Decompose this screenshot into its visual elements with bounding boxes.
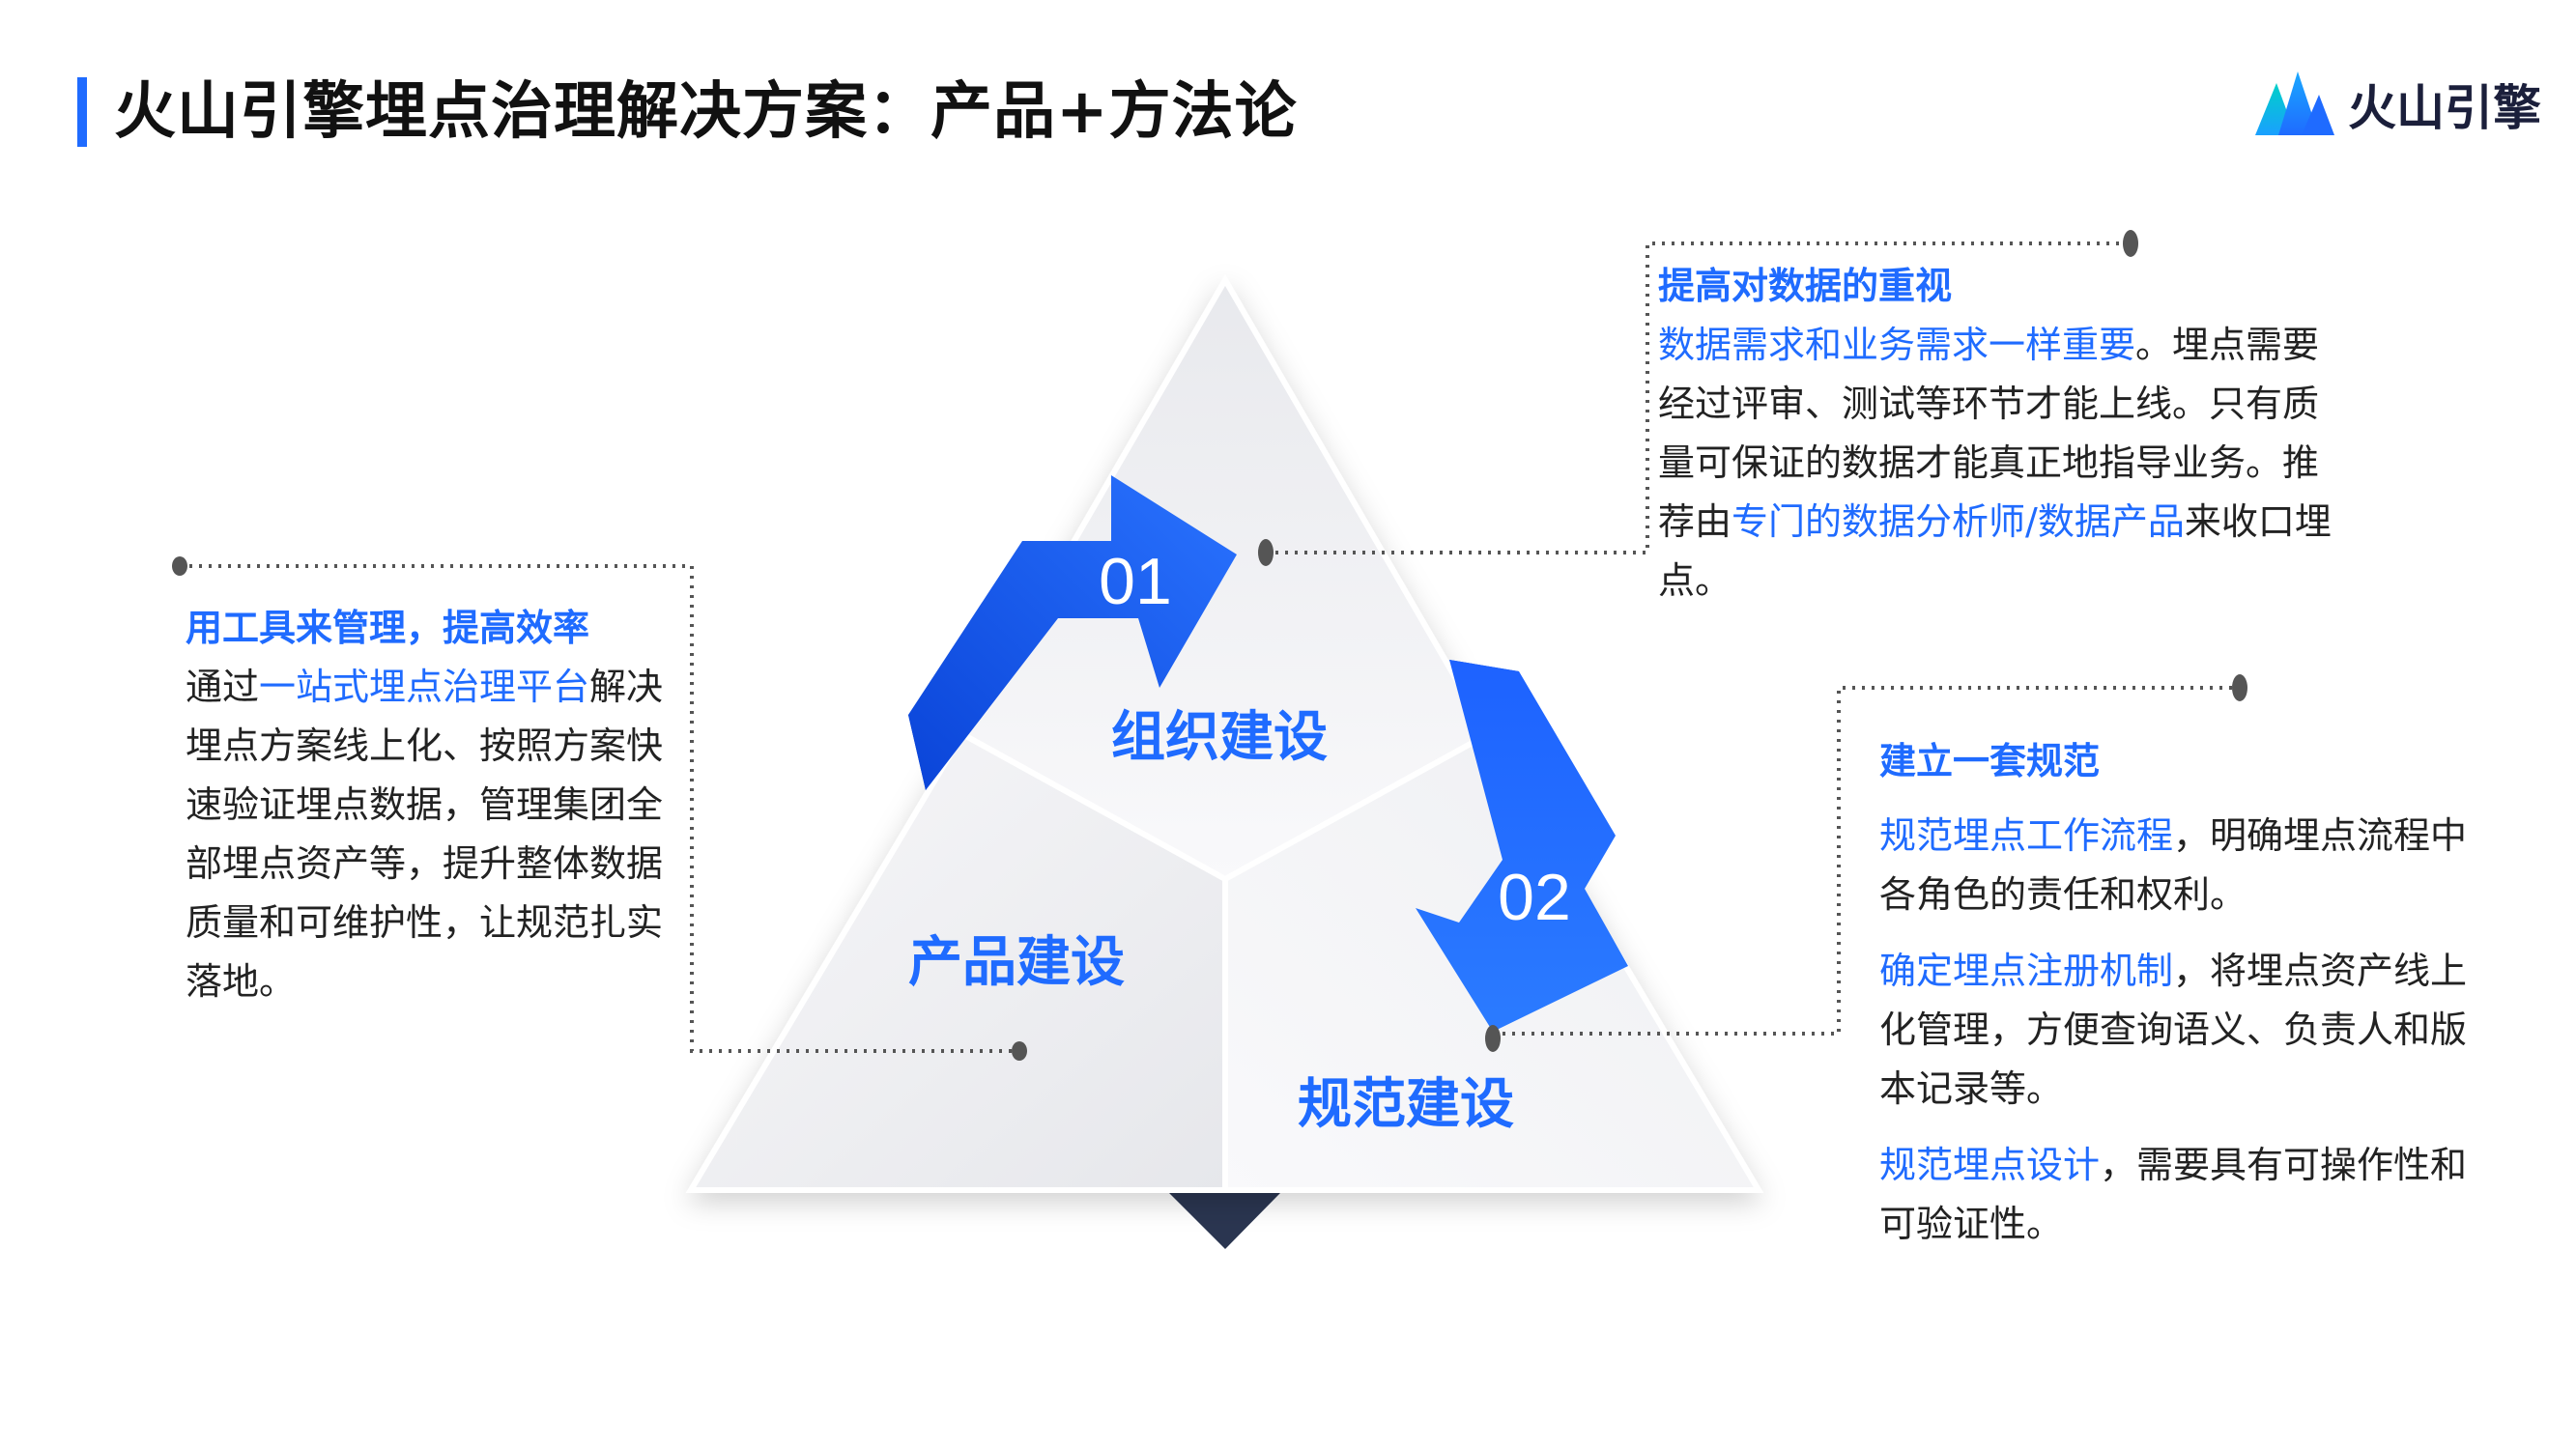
arrow-01-shape <box>908 475 1237 790</box>
panel-product: 用工具来管理，提高效率 通过一站式埋点治理平台解决埋点方案线上化、按照方案快速验… <box>186 599 688 1011</box>
panel-standards-highlight: 规范埋点工作流程 <box>1879 814 2174 857</box>
panel-product-body: 通过一站式埋点治理平台解决埋点方案线上化、按照方案快速验证埋点数据，管理集团全部… <box>186 658 688 1011</box>
base-pointer-shape <box>1169 1193 1280 1249</box>
arrow-02-label: 02 <box>1498 861 1571 934</box>
panel-standards-item: 规范埋点设计，需要具有可操作性和可验证性。 <box>1879 1136 2478 1254</box>
panel-standards-text: ，明确埋点流程中各角色的责任和权利。 <box>1879 814 2468 916</box>
panel-standards-highlight: 规范埋点设计 <box>1879 1144 2101 1186</box>
dot-left-start <box>172 556 187 576</box>
panel-product-highlight: 一站式埋点治理平台 <box>259 666 590 708</box>
panel-standards-highlight: 确定埋点注册机制 <box>1879 950 2174 992</box>
panel-standards-text: ，将埋点资产线上化管理，方便查询语义、负责人和版本记录等。 <box>1879 950 2468 1110</box>
panel-product-text-2: 解决埋点方案线上化、按照方案快速验证埋点数据，管理集团全部埋点资产等，提升整体数… <box>186 666 664 1003</box>
page-title: 火山引擎埋点治理解决方案：产品+方法论 <box>114 76 1298 148</box>
volcano-mountain-icon <box>2255 71 2334 135</box>
dot-right-end <box>2232 674 2247 701</box>
dot-top-end <box>2123 230 2138 257</box>
segment-right-label: 规范建设 <box>1298 1073 1514 1136</box>
connector-dots <box>172 230 2247 1061</box>
panel-standards-item: 规范埋点工作流程，明确埋点流程中各角色的责任和权利。 <box>1879 807 2478 924</box>
panel-standards: 建立一套规范 规范埋点工作流程，明确埋点流程中各角色的责任和权利。 确定埋点注册… <box>1879 732 2478 1271</box>
connector-left <box>180 564 1019 1053</box>
title-accent-bar <box>77 77 87 147</box>
panel-standards-item: 确定埋点注册机制，将埋点资产线上化管理，方便查询语义、负责人和版本记录等。 <box>1879 942 2478 1119</box>
panel-organization-body: 数据需求和业务需求一样重要。埋点需要经过评审、测试等环节才能上线。只有质量可保证… <box>1658 316 2344 611</box>
dot-left-end <box>1012 1041 1027 1061</box>
panel-standards-heading: 建立一套规范 <box>1879 740 2101 782</box>
panel-organization-heading: 提高对数据的重视 <box>1658 265 1953 307</box>
panel-organization: 提高对数据的重视 数据需求和业务需求一样重要。埋点需要经过评审、测试等环节才能上… <box>1658 257 2344 611</box>
panel-product-text-1: 通过 <box>186 666 260 708</box>
panel-organization-highlight-1: 数据需求和业务需求一样重要 <box>1658 324 2136 366</box>
panel-organization-text-2: 来收口埋点。 <box>1658 500 2332 602</box>
panel-organization-text-1: 。埋点需要经过评审、测试等环节才能上线。只有质量可保证的数据才能真正地指导业务。… <box>1658 324 2320 543</box>
dot-right-start <box>1485 1025 1501 1052</box>
segment-left-label: 产品建设 <box>908 931 1125 994</box>
panel-product-heading: 用工具来管理，提高效率 <box>186 607 590 649</box>
segment-top-label: 组织建设 <box>1111 706 1328 769</box>
arrow-02-shape <box>1416 660 1628 1032</box>
panel-organization-highlight-2: 专门的数据分析师/数据产品 <box>1732 500 2185 543</box>
dot-top-start <box>1258 539 1274 566</box>
logo-text: 火山引擎 <box>2348 80 2541 136</box>
panel-standards-text: ，需要具有可操作性和可验证性。 <box>1879 1144 2468 1245</box>
arrow-01-label: 01 <box>1099 545 1172 618</box>
connector-lines <box>180 242 2240 1053</box>
